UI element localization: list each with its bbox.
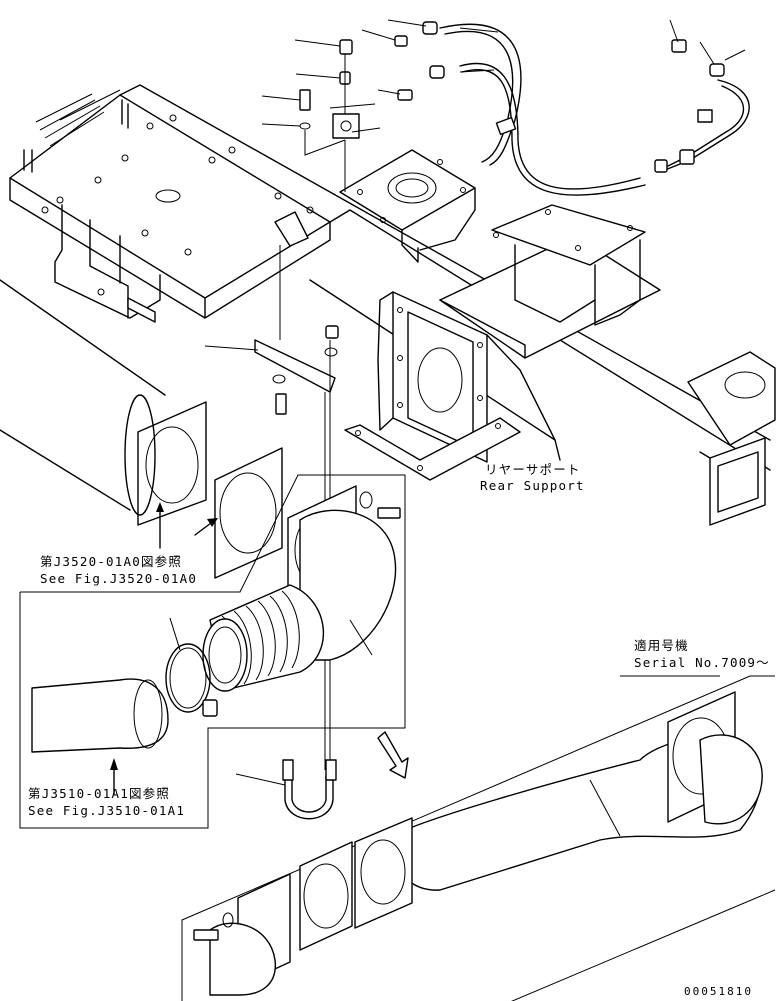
drawing-number: 00051810 xyxy=(684,985,753,998)
rear-support-label-en: Rear Support xyxy=(480,478,585,493)
fig-ref-j3510-jp: 第J3510-01A1図参照 xyxy=(28,786,171,801)
exhaust-assembly xyxy=(0,279,406,829)
fig-ref-j3520-en: See Fig.J3520-01A0 xyxy=(40,571,198,586)
fig-ref-j3510-en: See Fig.J3510-01A1 xyxy=(28,803,186,818)
rear-support-label-jp: リヤーサポート xyxy=(485,462,581,477)
hydraulic-lines xyxy=(261,19,750,196)
direction-arrow xyxy=(377,731,409,779)
serial-label-en: Serial No.7009〜 xyxy=(634,655,770,670)
fig-ref-j3520-jp: 第J3520-01A0図参照 xyxy=(40,554,183,569)
serial-inset xyxy=(181,675,776,1001)
u-bolt-hanger xyxy=(235,759,337,820)
frame-assembly xyxy=(9,84,776,526)
serial-label-jp: 適用号機 xyxy=(634,638,689,653)
